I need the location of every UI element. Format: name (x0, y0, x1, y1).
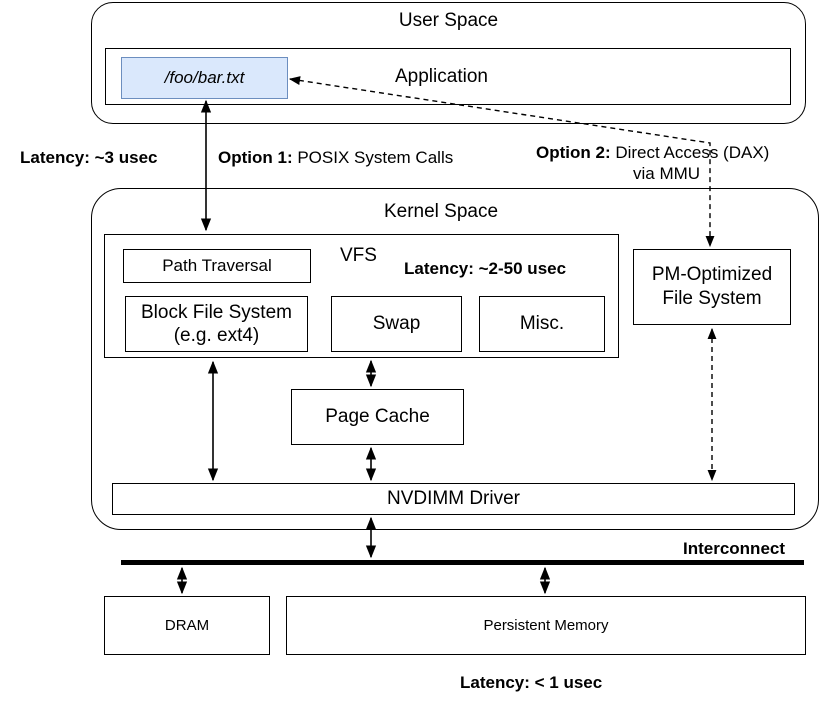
page-cache-box: Page Cache (291, 389, 464, 445)
dram-label: DRAM (164, 617, 210, 634)
latency-syscall-label: Latency: ~3 usec (20, 148, 158, 167)
file-path-label: /foo/bar.txt (164, 68, 245, 87)
pm-fs-line2: File System (662, 288, 762, 309)
path-traversal-box: Path Traversal (123, 249, 311, 283)
block-fs-line2: (e.g. ext4) (173, 325, 260, 346)
file-path-box: /foo/bar.txt (121, 57, 288, 99)
pm-optimized-fs-box: PM-Optimized File System (633, 249, 791, 325)
swap-box: Swap (331, 296, 462, 352)
misc-box: Misc. (479, 296, 605, 352)
page-cache-label: Page Cache (325, 406, 430, 427)
vfs-latency-label: Latency: ~2-50 usec (404, 259, 567, 278)
dax-arrow (288, 76, 715, 248)
vfs-title: VFS (340, 245, 377, 266)
option1-title: Option 1: (218, 148, 293, 167)
path-traversal-label: Path Traversal (162, 256, 272, 275)
interconnect-label: Interconnect (683, 539, 786, 558)
latency-memory-label: Latency: < 1 usec (460, 673, 603, 692)
pm-fs-line1: PM-Optimized (651, 264, 773, 285)
swap-label: Swap (372, 313, 421, 334)
persistent-memory-label: Persistent Memory (483, 617, 609, 634)
block-fs-line1: Block File System (141, 302, 292, 323)
user-space-title: User Space (398, 10, 499, 31)
interconnect-bus (121, 560, 804, 565)
dram-box: DRAM (104, 596, 270, 655)
misc-label: Misc. (519, 313, 565, 334)
nvdimm-driver-box: NVDIMM Driver (112, 483, 795, 515)
persistent-memory-box: Persistent Memory (286, 596, 806, 655)
nvdimm-driver-label: NVDIMM Driver (387, 488, 520, 509)
block-file-system-box: Block File System (e.g. ext4) (125, 296, 308, 352)
